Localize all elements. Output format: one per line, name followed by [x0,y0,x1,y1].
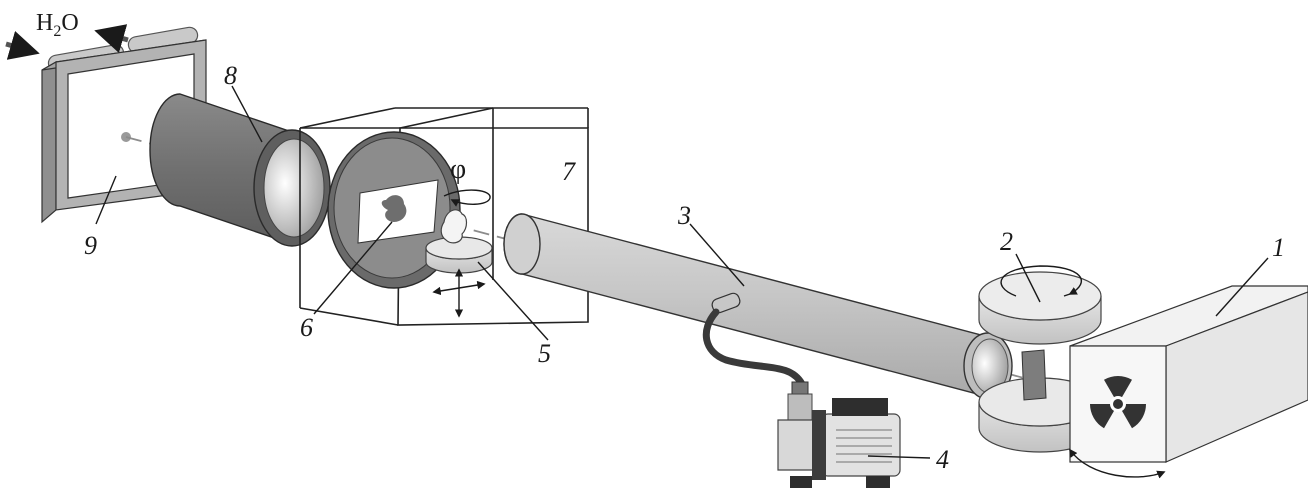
label-8: 8 [224,61,237,90]
leader-8 [231,85,263,143]
radiation-icon [1090,376,1146,429]
leader-5 [477,261,549,341]
radiation-source-1 [1069,285,1308,479]
vacuum-tube-8 [149,93,331,247]
label-6: 6 [300,313,313,342]
label-water: H2O [36,10,79,40]
goniometer-2 [978,265,1102,453]
sample-plate [1021,349,1047,401]
label-5: 5 [538,339,551,368]
sample-crystal [440,209,468,244]
sample-stage-5 [425,209,493,318]
water-flow-arrow-icon [94,24,129,54]
label-9: 9 [84,231,97,260]
leader-3 [689,223,745,287]
label-1: 1 [1272,233,1285,262]
vacuum-hose [702,308,806,388]
label-3: 3 [677,201,691,230]
sample-shadow [381,195,407,222]
vacuum-pump-4 [777,381,901,488]
evacuated-tube-3 [503,213,1013,400]
rotation-arrow-icon [1069,448,1166,479]
leader-4 [867,455,931,459]
label-2: 2 [1000,227,1013,256]
rotation-arrow-tail [1063,293,1071,297]
leader-6 [313,221,393,315]
leader-2 [1015,253,1041,303]
rotation-arrow-icon [1000,265,1082,297]
label-4: 4 [936,445,949,474]
tube-3-end [503,213,541,275]
tube-8-bore [263,138,325,238]
vacuum-port [711,292,741,314]
leader-9 [95,175,117,225]
rotation-arrow-icon [443,189,491,207]
upper-disc-top [978,271,1102,321]
label-7: 7 [562,157,576,186]
detector-frame-side [41,60,57,224]
leader-1 [1215,257,1269,317]
label-phi: φ [450,154,466,185]
water-flow-arrow-icon [5,30,40,60]
